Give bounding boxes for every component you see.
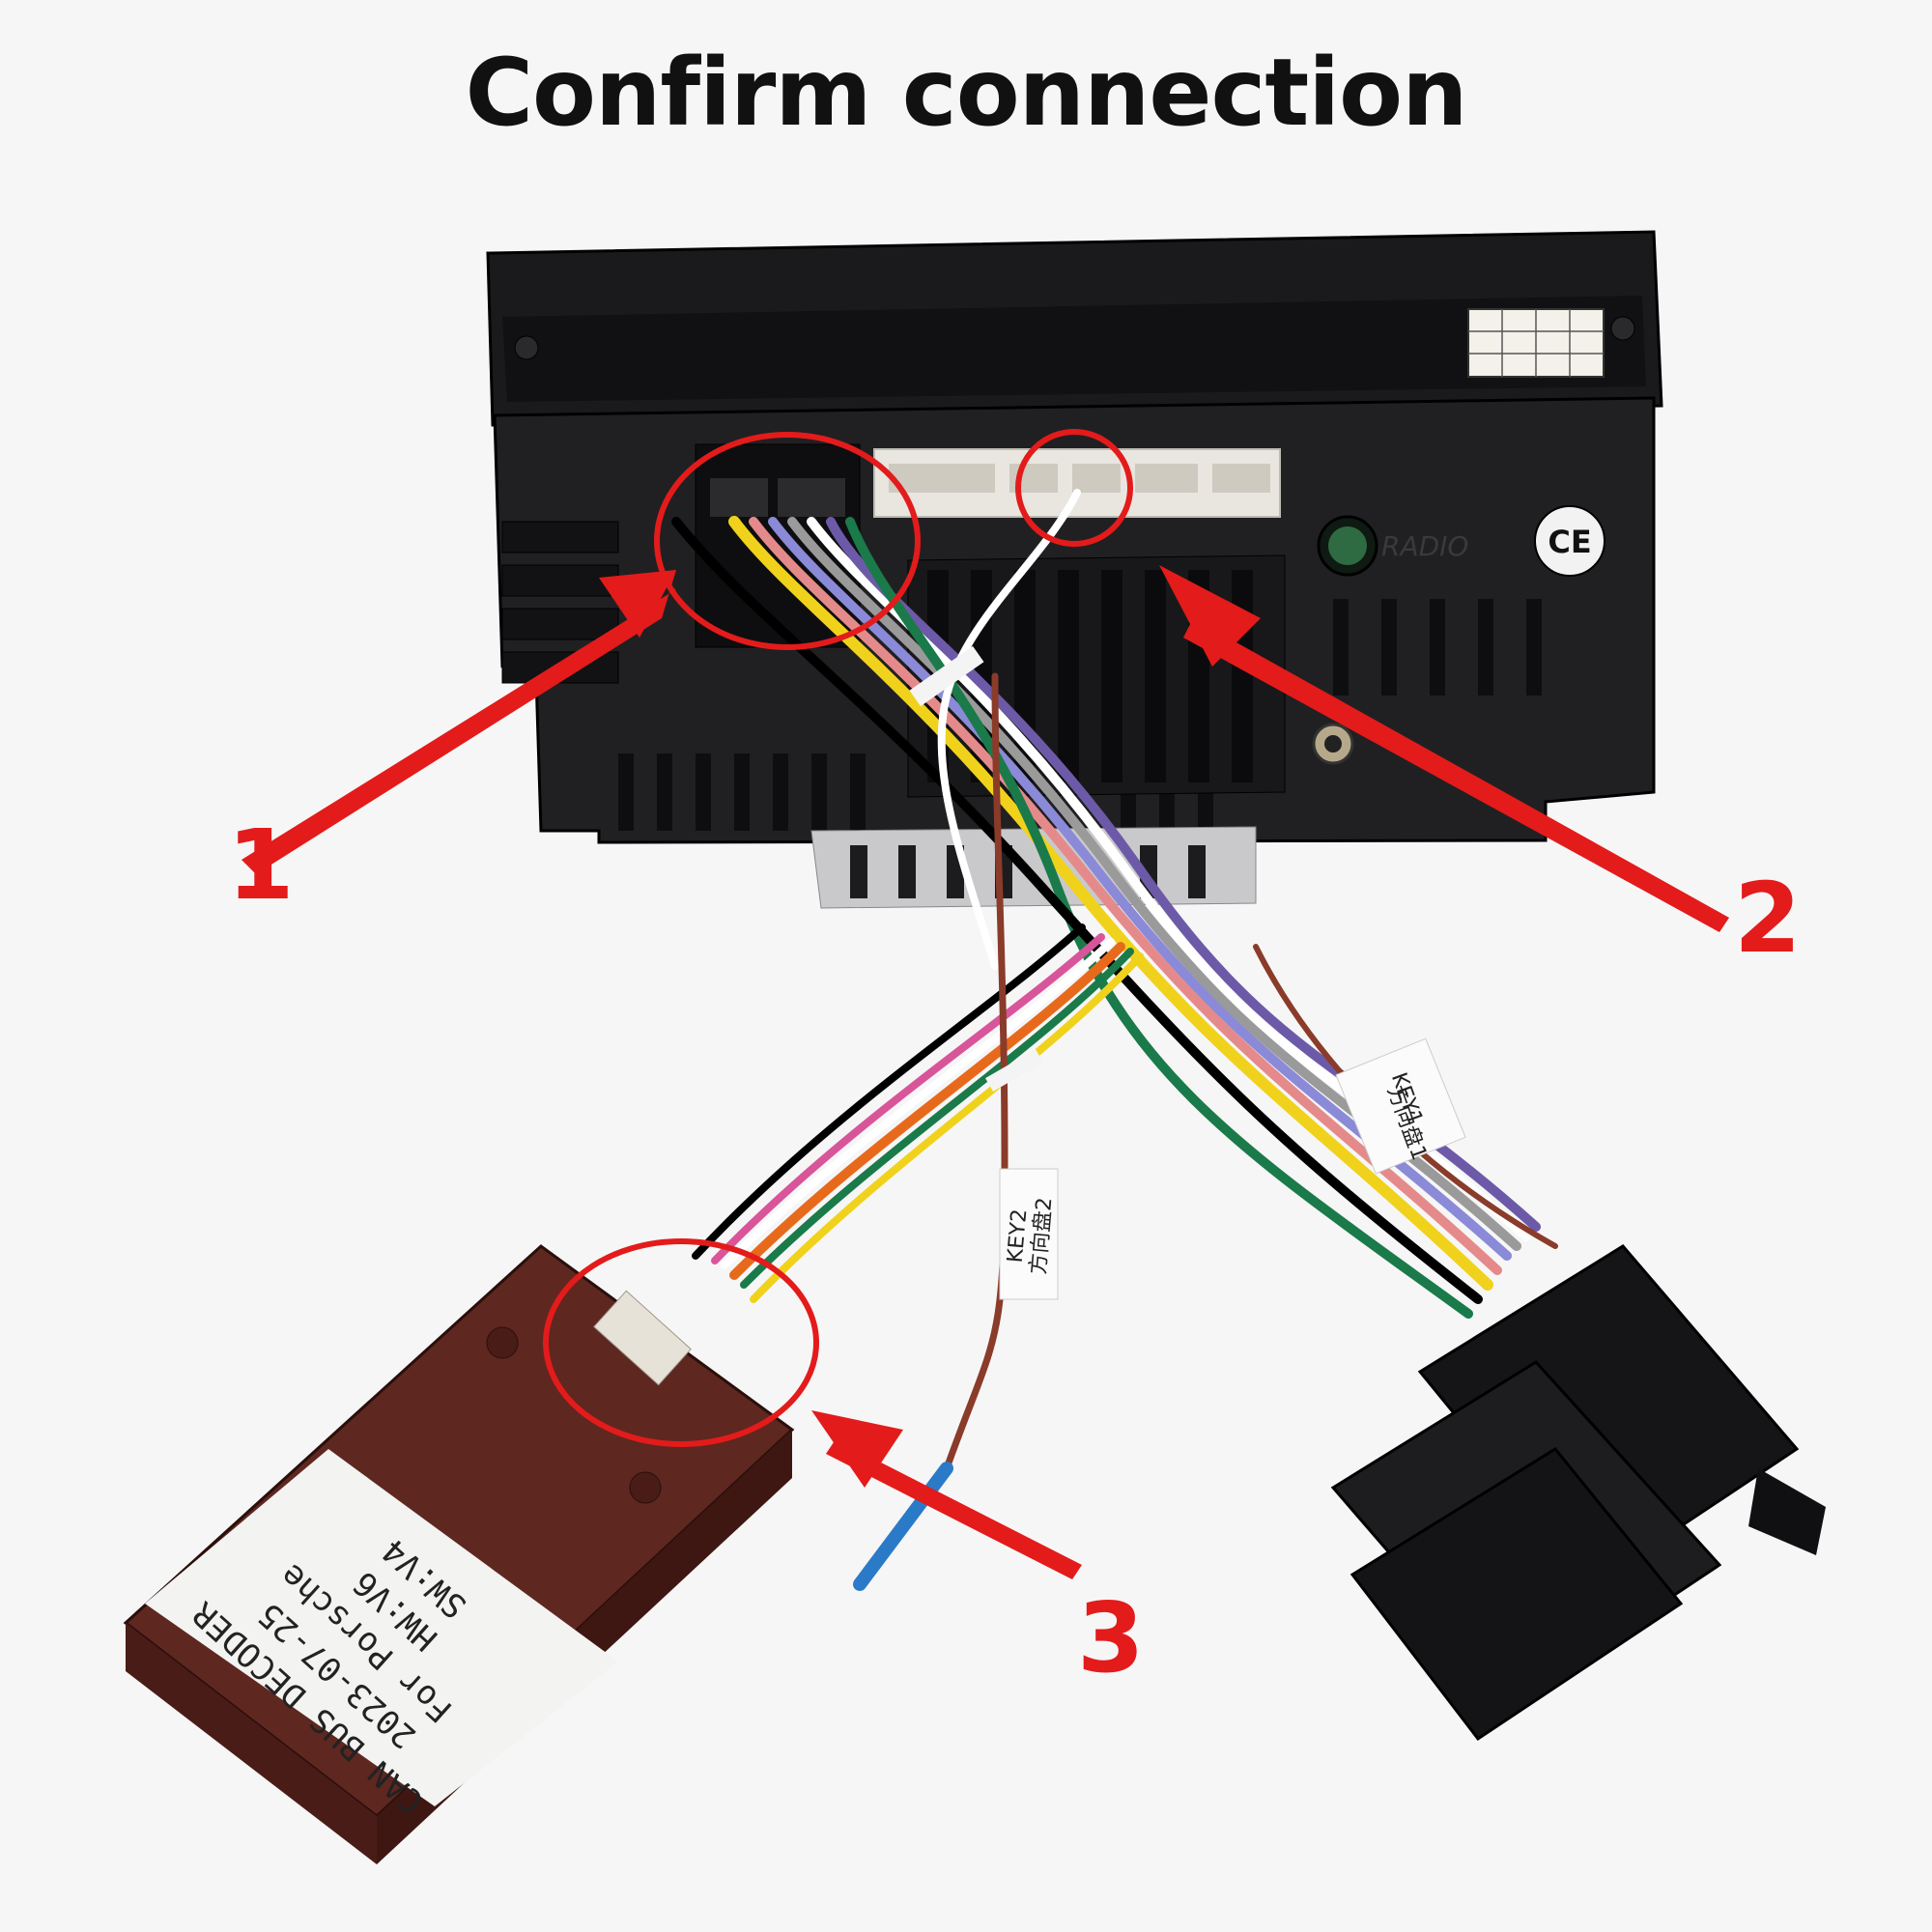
callout-2: 2 bbox=[1734, 862, 1802, 975]
iso-connector bbox=[1330, 1244, 1826, 1742]
ce-mark: CE bbox=[1548, 524, 1591, 560]
highlight-circle-2 bbox=[1015, 429, 1133, 547]
arrow-3 bbox=[826, 1439, 1082, 1579]
highlight-circle-3 bbox=[543, 1238, 819, 1447]
cable-tag-key1: KEY1 方向盘1 bbox=[1335, 1037, 1466, 1175]
callout-1: 1 bbox=[227, 809, 295, 922]
annotations bbox=[543, 429, 1133, 1447]
page-title: Confirm connection bbox=[465, 39, 1468, 147]
highlight-circle-1 bbox=[654, 432, 921, 650]
cable-tag-key2: KEY2 方向盘2 bbox=[999, 1168, 1059, 1300]
arrow-2 bbox=[1183, 618, 1729, 932]
can-bus-decoder: CAN BUS DECODER 2023-07-25 For Porsche H… bbox=[123, 1244, 795, 1864]
radio-port-label: RADIO bbox=[1381, 530, 1468, 562]
arrow-1 bbox=[242, 570, 676, 874]
arrows bbox=[242, 565, 1729, 1579]
key2-label: KEY2 bbox=[1004, 1208, 1033, 1264]
callout-3: 3 bbox=[1077, 1581, 1145, 1694]
